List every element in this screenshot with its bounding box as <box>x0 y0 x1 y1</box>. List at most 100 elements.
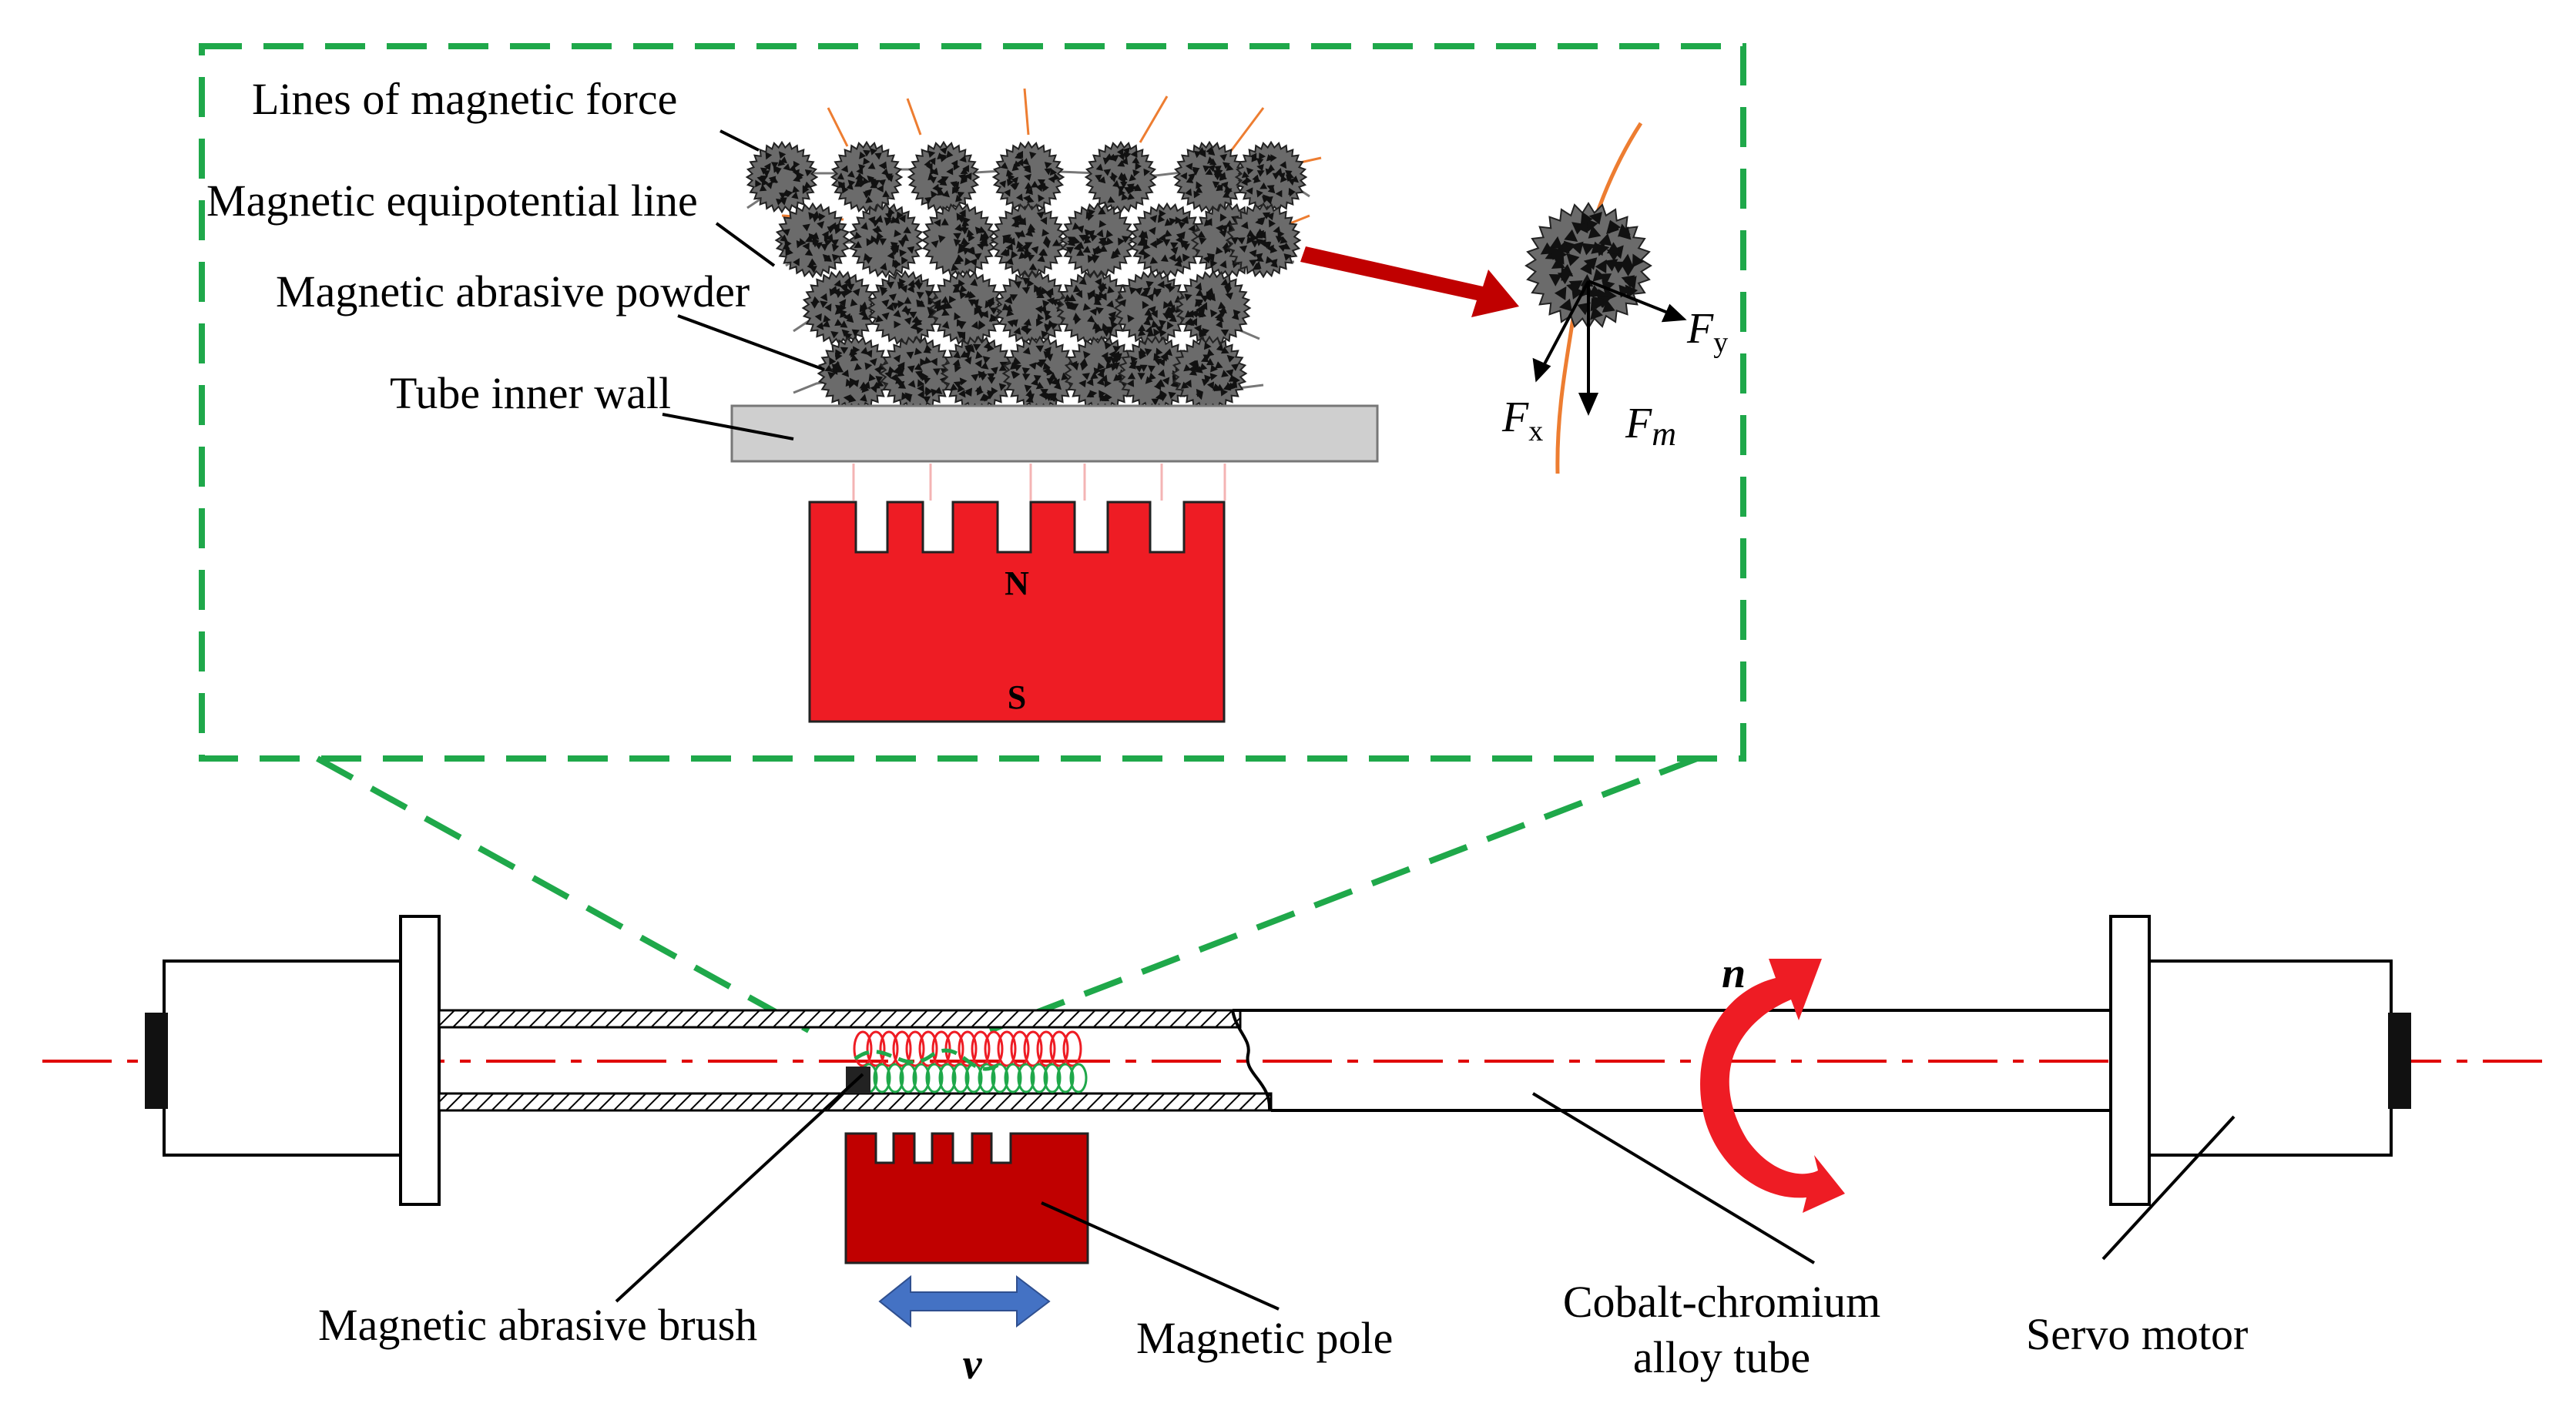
brush-loop <box>1017 1063 1035 1093</box>
tube-inner-wall <box>730 404 1379 463</box>
force-fm-label: Fm <box>1625 400 1676 453</box>
label-equipotential-line: Magnetic equipotential line <box>206 176 698 226</box>
brush-loop <box>978 1063 996 1093</box>
brush-loop <box>879 1030 899 1067</box>
abrasive-particle <box>1225 202 1302 279</box>
abrasive-particle <box>1084 140 1158 214</box>
magnetic-pole <box>844 1132 1089 1264</box>
detail-arrow <box>1300 246 1519 317</box>
tube-break-line <box>1231 1010 1272 1111</box>
abrasive-particle <box>1129 202 1206 279</box>
left-chuck-body <box>163 960 408 1157</box>
zoom-connector-lines <box>316 755 1699 1033</box>
servo-motor-body <box>2148 960 2393 1157</box>
brush-loop <box>1030 1063 1048 1093</box>
brush-loop <box>1049 1030 1069 1067</box>
abrasive-particle <box>1175 270 1252 347</box>
brush-loop <box>1010 1030 1030 1067</box>
zoom-frame <box>199 43 1746 762</box>
label-servo-motor: Servo motor <box>2026 1309 2248 1359</box>
south-pole-mark: S <box>1008 678 1026 716</box>
abrasive-particle <box>774 202 851 279</box>
label-tube-inner-wall: Tube inner wall <box>390 368 671 418</box>
brush-loop <box>1036 1030 1056 1067</box>
rotation-label: n <box>1722 949 1746 997</box>
abrasive-particle <box>745 140 819 214</box>
force-fy-label: Fy <box>1686 305 1728 359</box>
abrasive-particle-detail <box>1524 202 1652 330</box>
label-tube-line2: alloy tube <box>1633 1332 1810 1382</box>
brush-loop <box>931 1030 951 1067</box>
label-magnetic-force-lines: Lines of magnetic force <box>252 74 677 124</box>
abrasive-particle <box>1172 140 1246 214</box>
tube-wall-top <box>438 1009 1242 1029</box>
abrasive-particle <box>1113 270 1190 347</box>
brush-loop <box>1023 1030 1043 1067</box>
abrasive-particle <box>867 270 944 347</box>
label-abrasive-powder: Magnetic abrasive powder <box>276 266 750 316</box>
right-shaft-cap <box>2388 1013 2411 1109</box>
left-chuck-flange <box>399 915 441 1206</box>
brush-loop <box>899 1063 917 1093</box>
brush-loop <box>991 1063 1009 1093</box>
brush-loop <box>912 1063 931 1093</box>
abrasive-particle <box>1001 335 1078 412</box>
abrasive-particle <box>847 202 924 279</box>
brush-loop <box>997 1030 1017 1067</box>
brush-loop <box>938 1063 957 1093</box>
label-abrasive-brush: Magnetic abrasive brush <box>318 1300 757 1350</box>
abrasive-particle <box>830 140 904 214</box>
abrasive-particle <box>878 335 955 412</box>
abrasive-particle <box>1055 270 1132 347</box>
brush-loop <box>1062 1030 1082 1067</box>
abrasive-particle <box>907 140 981 214</box>
single-particle <box>1524 202 1652 330</box>
brush-loop <box>886 1063 904 1093</box>
abrasive-particle <box>990 202 1067 279</box>
feed-label: v <box>963 1341 983 1388</box>
abrasive-particle <box>991 140 1065 214</box>
rotation-arrow <box>1700 959 1845 1213</box>
abrasive-particles <box>745 140 1308 412</box>
brush-loop <box>1069 1063 1088 1093</box>
north-pole-mark: N <box>1005 564 1029 602</box>
brush-band <box>854 1048 1003 1071</box>
brush-loop <box>1043 1063 1062 1093</box>
pole-field-lines <box>852 464 1226 501</box>
brush-loop <box>958 1030 978 1067</box>
feed-arrow <box>878 1274 1051 1328</box>
brush-loop <box>918 1030 938 1067</box>
brush-loop <box>951 1063 970 1093</box>
brush-loop <box>925 1063 944 1093</box>
force-vectors <box>1532 280 1687 417</box>
brush-loop <box>905 1030 925 1067</box>
abrasive-particle <box>1234 140 1308 214</box>
abrasive-particle <box>817 335 894 412</box>
abrasive-particle <box>921 202 998 279</box>
brush-loop <box>853 1030 873 1067</box>
brush-loop <box>866 1030 886 1067</box>
servo-motor-flange <box>2109 915 2151 1206</box>
abrasive-particle <box>940 335 1017 412</box>
abrasive-particle <box>1059 202 1136 279</box>
abrasive-particle <box>801 270 878 347</box>
brush-loop <box>873 1063 891 1093</box>
abrasive-brush <box>853 1030 1088 1093</box>
brush-loop <box>1056 1063 1075 1093</box>
abrasive-particle <box>928 270 1005 347</box>
abrasive-particle <box>1171 335 1248 412</box>
label-tube-line1: Cobalt-chromium <box>1563 1277 1880 1327</box>
left-shaft-cap <box>145 1013 168 1109</box>
brush-loop <box>1004 1063 1022 1093</box>
abrasive-particle <box>1117 335 1194 412</box>
abrasive-particle <box>994 270 1071 347</box>
brush-loop <box>971 1030 991 1067</box>
label-magnetic-pole: Magnetic pole <box>1136 1313 1393 1363</box>
inset-leader-lines <box>662 129 825 440</box>
force-fx-label: Fx <box>1501 394 1543 447</box>
setup-leader-lines <box>615 1073 2236 1311</box>
brush-loop <box>892 1030 912 1067</box>
tube-wall-bottom <box>438 1092 1273 1112</box>
